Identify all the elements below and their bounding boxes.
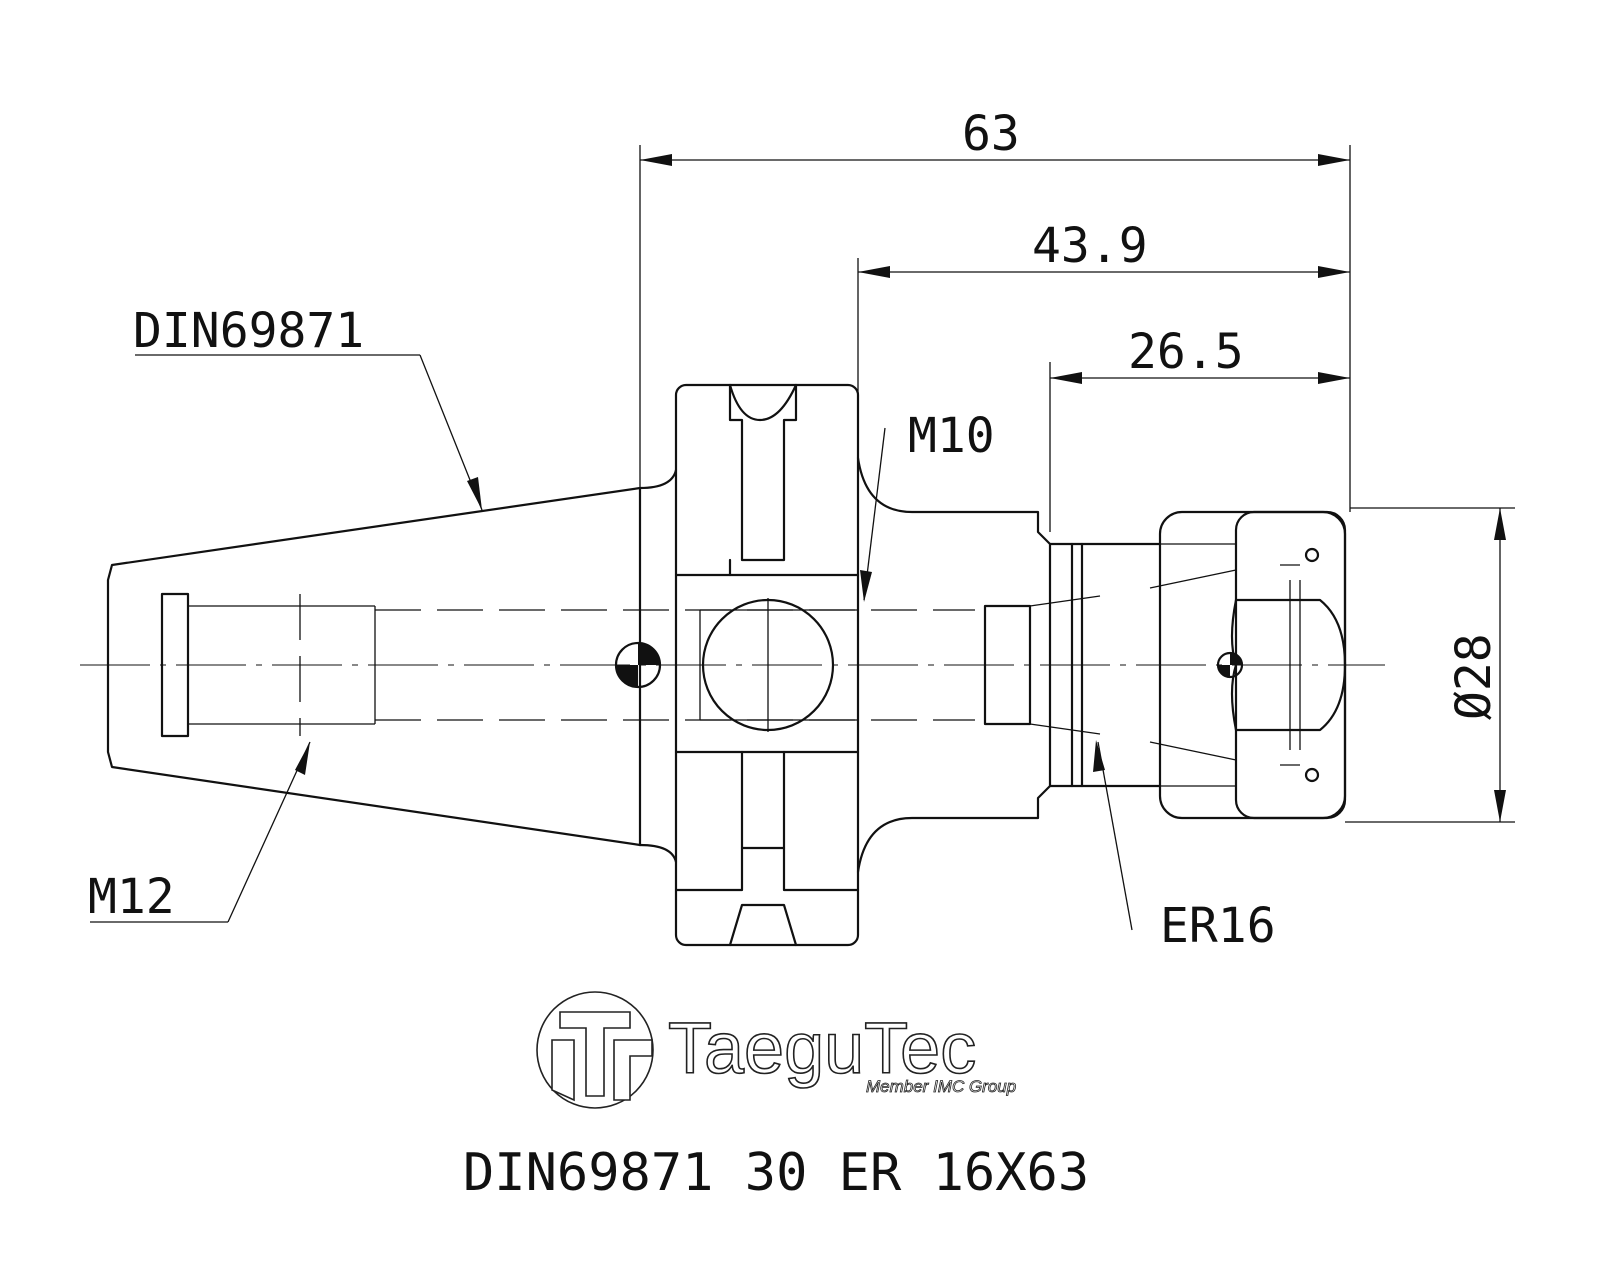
dim-diameter: Ø28 xyxy=(1446,633,1502,720)
dimension-lines xyxy=(639,145,1515,823)
taegutec-logo: TaeguTec Member IMC Group xyxy=(536,991,1017,1109)
logo-brand: TaeguTec xyxy=(668,1009,976,1089)
callout-retention-thread: M12 xyxy=(88,869,175,925)
logo-tagline: Member IMC Group xyxy=(866,1077,1016,1096)
callout-taper-standard: DIN69871 xyxy=(133,303,364,359)
callout-collet-type: ER16 xyxy=(1160,898,1276,954)
dim-overall-length: 63 xyxy=(962,106,1020,162)
dim-nut-length: 26.5 xyxy=(1128,324,1244,380)
callout-side-thread: M10 xyxy=(908,408,995,464)
flange xyxy=(614,383,860,947)
collet-nut xyxy=(1100,510,1347,820)
taper-shank xyxy=(106,486,975,847)
dim-flange-to-end: 43.9 xyxy=(1032,218,1148,274)
logo-mark xyxy=(536,991,654,1109)
leader-lines xyxy=(90,354,1133,931)
part-caption: DIN69871 30 ER 16X63 xyxy=(463,1143,1089,1203)
